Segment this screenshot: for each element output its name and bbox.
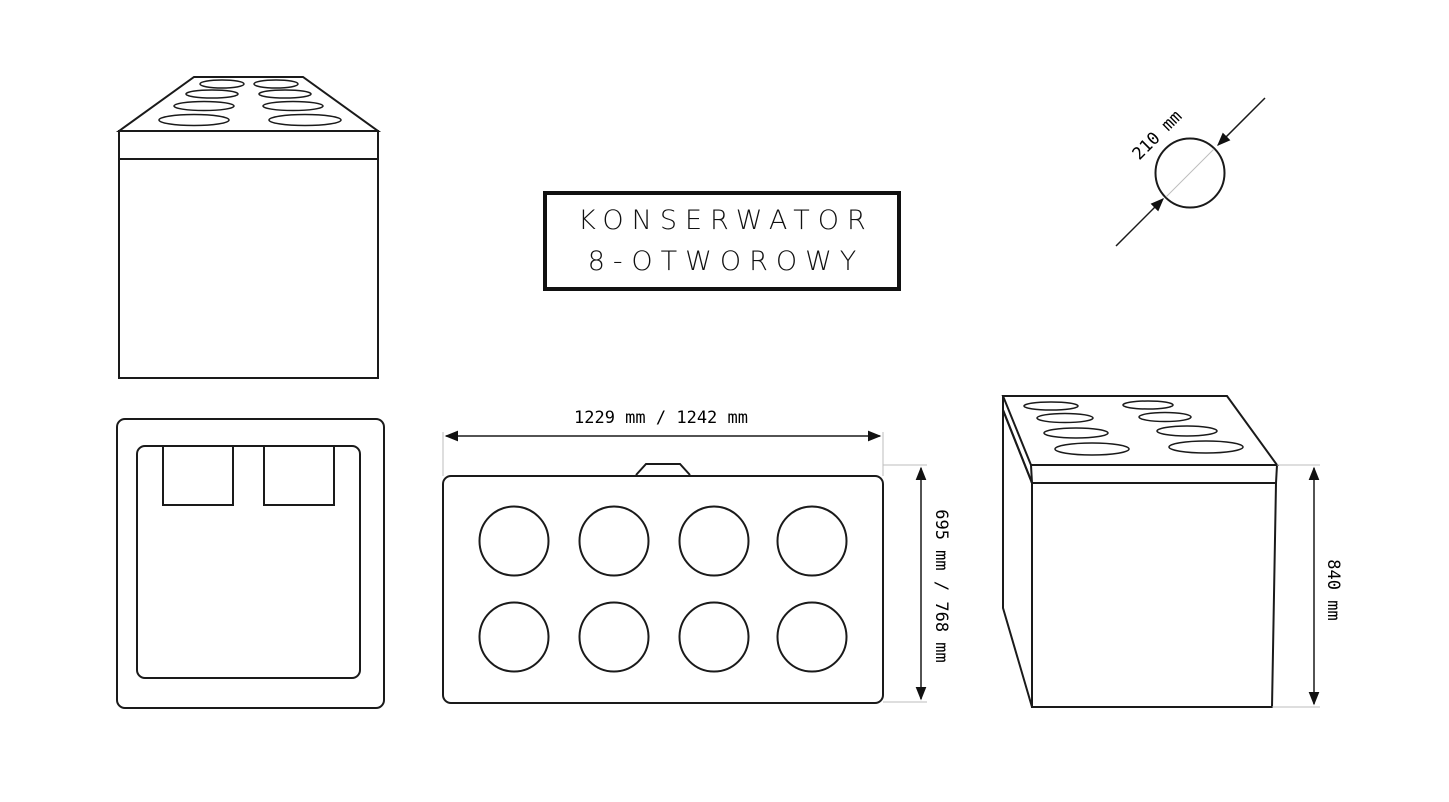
top-view — [116, 418, 385, 709]
width-dimension — [442, 430, 884, 476]
title-box: KONSERWATOR 8-OTWOROWY — [543, 191, 901, 291]
width-label: 1229 mm / 1242 mm — [574, 408, 748, 428]
height-label: 840 mm — [1323, 559, 1343, 620]
front-view — [115, 76, 382, 379]
depth-label: 695 mm / 768 mm — [931, 509, 951, 663]
hole-detail — [1115, 97, 1266, 247]
height-dimension — [1272, 464, 1320, 708]
title-line-2: 8-OTWOROWY — [587, 246, 865, 277]
title-line-1: KONSERWATOR — [578, 205, 874, 236]
plan-view — [442, 463, 884, 704]
depth-dimension — [883, 464, 927, 703]
hole-diameter-label: 210 mm — [1129, 107, 1187, 165]
isometric-view — [1001, 395, 1279, 708]
